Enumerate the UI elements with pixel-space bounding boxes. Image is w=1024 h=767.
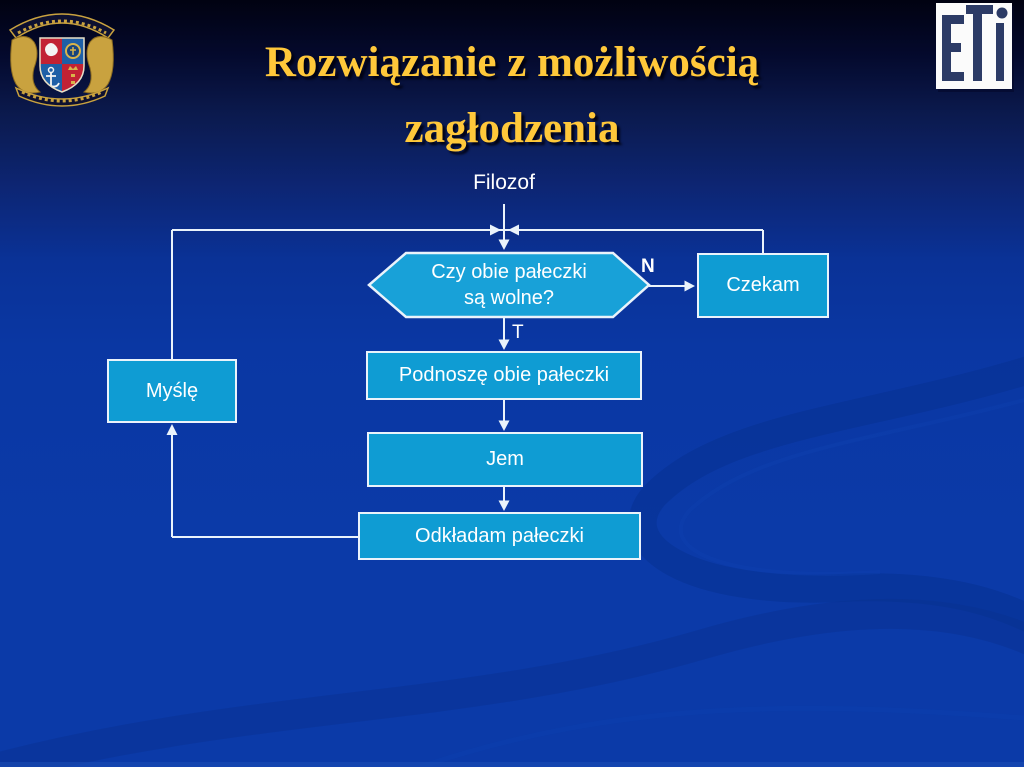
slide-title-line1: Rozwiązanie z możliwością bbox=[264, 39, 760, 86]
arrowhead-into-pickup bbox=[498, 339, 510, 350]
eat-box-label: Jem bbox=[486, 448, 524, 470]
wait-box-label: Czekam bbox=[726, 274, 800, 296]
arrowhead-into-wait bbox=[684, 280, 695, 292]
pickup-box: Podnoszę obie pałeczki bbox=[366, 351, 642, 400]
branch-label-yes: T bbox=[512, 322, 524, 343]
wait-box: Czekam bbox=[697, 253, 829, 318]
pickup-box-label: Podnoszę obie pałeczki bbox=[398, 364, 610, 386]
university-crest-logo bbox=[8, 13, 116, 107]
branch-label-no: N bbox=[641, 256, 655, 277]
eti-faculty-logo bbox=[936, 3, 1012, 89]
eat-box: Jem bbox=[367, 432, 643, 487]
arrowhead-merge-right bbox=[490, 224, 501, 236]
think-box: Myślę bbox=[107, 359, 237, 423]
decision-text: Czy obie pałeczki są wolne? bbox=[367, 251, 651, 319]
putdown-box-label: Odkładam pałeczki bbox=[415, 524, 584, 547]
arrowhead-into-eat bbox=[498, 420, 510, 431]
eti-logo-letters bbox=[942, 5, 1008, 81]
think-box-label: Myślę bbox=[145, 379, 199, 402]
arrowhead-merge-left bbox=[508, 224, 519, 236]
arrowhead-into-decision bbox=[498, 239, 510, 250]
putdown-box: Odkładam pałeczki bbox=[358, 512, 641, 560]
slide-title-line2: zagłodzenia bbox=[404, 105, 620, 152]
slide-title: Rozwiązanie z możliwością zagłodzenia bbox=[120, 30, 904, 162]
entry-label-filozof: Filozof bbox=[473, 171, 535, 194]
decision-text-line1: Czy obie pałeczki bbox=[431, 261, 587, 283]
decision-hexagon: Czy obie pałeczki są wolne? bbox=[367, 251, 651, 319]
decision-text-line2: są wolne? bbox=[463, 287, 555, 309]
arrowhead-into-putdown bbox=[498, 500, 510, 511]
arrowhead-into-think bbox=[166, 424, 178, 435]
bottom-edge-strip bbox=[0, 762, 1024, 767]
